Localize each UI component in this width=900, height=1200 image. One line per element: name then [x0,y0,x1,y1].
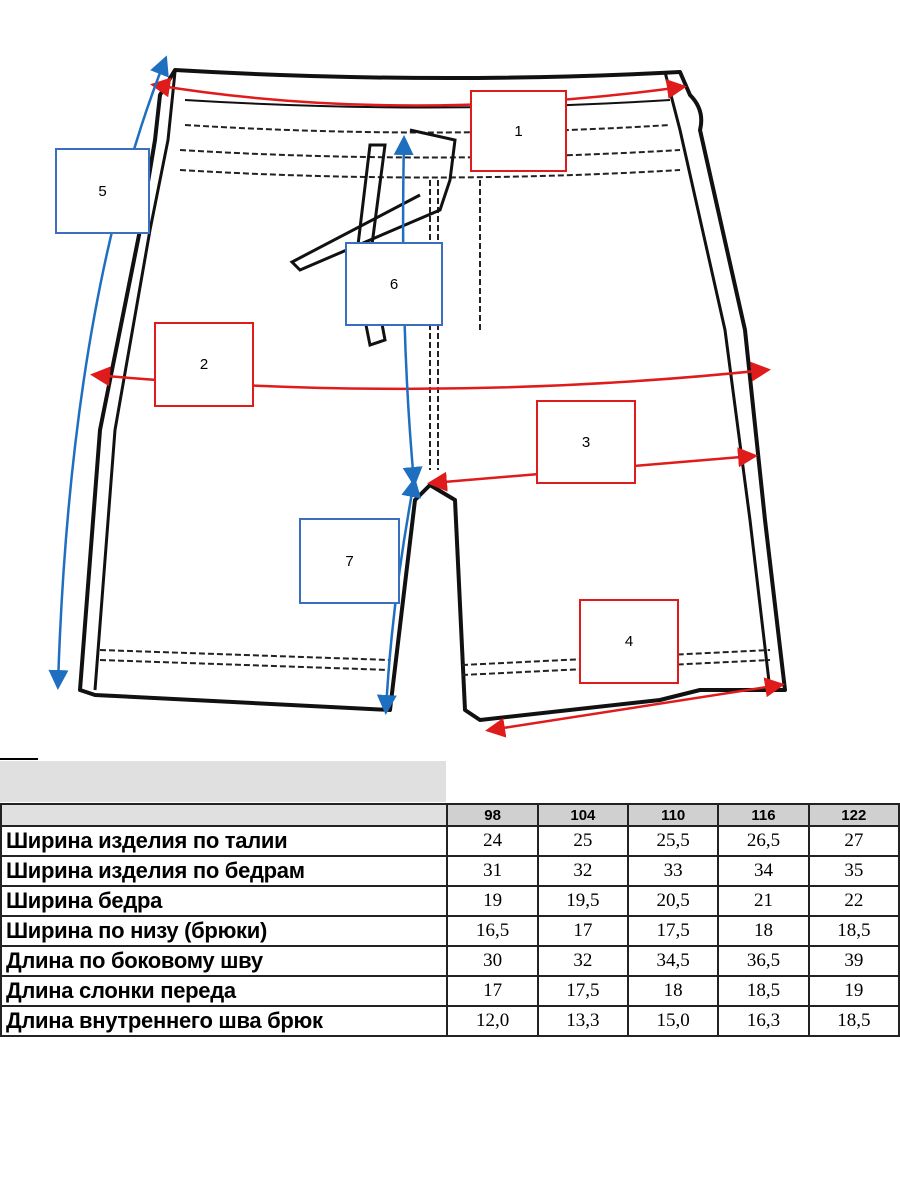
measurement-value: 17,5 [536,975,630,1007]
measurement-value: 16,3 [717,1005,810,1037]
measurement-value: 17,5 [627,915,720,947]
measurement-name: Ширина изделия по бедрам [0,855,449,887]
title-placeholder-box [0,761,446,802]
measurement-value: 18 [717,915,810,947]
measurement-value: 30 [446,945,539,977]
measurement-value: 18 [627,975,720,1007]
measurement-name: Ширина по низу (брюки) [0,915,449,947]
measurement-value: 35 [807,855,900,887]
size-header: 122 [807,803,900,827]
measurement-value: 26,5 [717,825,810,857]
size-table: 98 104 110 116 122 Ширина изделия по тал… [0,803,900,1037]
measurement-value: 17 [536,915,630,947]
label-4: 4 [579,599,679,684]
measurement-value: 19,5 [536,885,630,917]
size-header: 104 [536,803,630,827]
table-header-row: 98 104 110 116 122 [0,803,900,827]
measurement-value: 36,5 [717,945,810,977]
measurement-value: 18,5 [717,975,810,1007]
measurement-value: 32 [536,855,630,887]
measurement-value: 34 [717,855,810,887]
size-header: 98 [446,803,539,827]
measurement-value: 24 [446,825,539,857]
measurement-value: 13,3 [536,1005,630,1037]
measurement-value: 33 [627,855,720,887]
measurement-value: 18,5 [807,1005,900,1037]
measurement-value: 27 [807,825,900,857]
measurement-value: 25 [536,825,630,857]
measurement-value: 17 [446,975,539,1007]
measurement-name: Длина слонки переда [0,975,449,1007]
label-2: 2 [154,322,254,407]
size-header: 116 [717,803,810,827]
measurement-value: 31 [446,855,539,887]
shorts-diagram [48,55,787,738]
measurement-name: Ширина бедра [0,885,449,917]
measurement-value: 32 [536,945,630,977]
size-header: 110 [627,803,720,827]
header-blank-cell [0,803,449,827]
label-5: 5 [55,148,150,234]
label-7: 7 [299,518,400,604]
measurement-value: 22 [807,885,900,917]
measurement-value: 20,5 [627,885,720,917]
divider [0,758,38,760]
measurement-value: 39 [807,945,900,977]
measurement-name: Длина по боковому шву [0,945,449,977]
measurement-value: 21 [717,885,810,917]
measurement-value: 25,5 [627,825,720,857]
measurement-name: Ширина изделия по талии [0,825,449,857]
measurement-value: 18,5 [807,915,900,947]
measurement-value: 19 [446,885,539,917]
label-1: 1 [470,90,567,172]
measurement-value: 12,0 [446,1005,539,1037]
measurement-value: 19 [807,975,900,1007]
measurement-value: 15,0 [627,1005,720,1037]
measurement-value: 16,5 [446,915,539,947]
label-3: 3 [536,400,636,484]
label-6: 6 [345,242,443,326]
measurement-value: 34,5 [627,945,720,977]
measurement-name: Длина внутреннего шва брюк [0,1005,449,1037]
